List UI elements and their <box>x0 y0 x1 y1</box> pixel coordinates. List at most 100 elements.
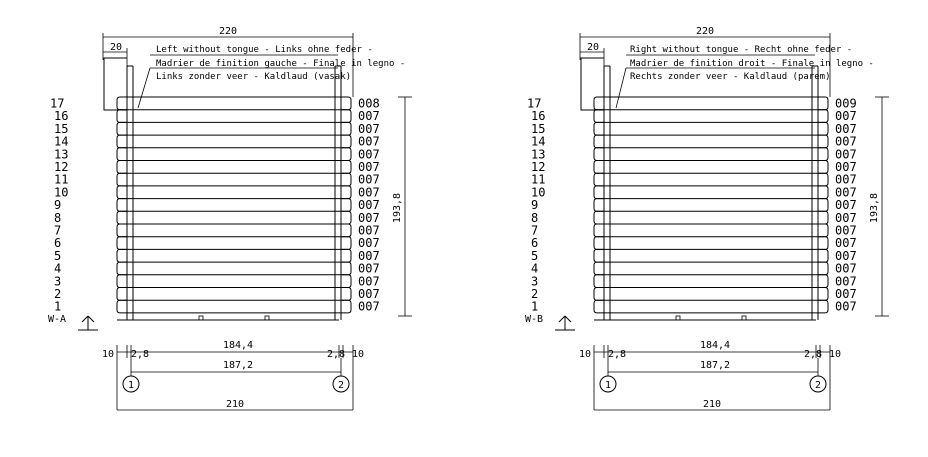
log-end-left <box>116 261 127 276</box>
course-number: 17 <box>527 97 541 111</box>
course-code: 007 <box>835 211 857 225</box>
course-number: 10 <box>54 185 68 199</box>
log-end-left <box>116 274 127 288</box>
course-code: 007 <box>835 236 857 250</box>
log-course: 15 007 <box>531 122 857 136</box>
axis-marker-1 <box>599 375 617 393</box>
log-end-left <box>593 261 604 276</box>
log-end-right <box>341 147 352 161</box>
course-code: 007 <box>358 135 380 149</box>
note-line-2: Madrier de finition droit - Finale in le… <box>630 59 874 69</box>
dim-inset-right: 2,8 <box>804 349 822 360</box>
course-code: 007 <box>358 160 380 174</box>
log-end-right <box>341 261 352 276</box>
log-end-left <box>593 172 604 187</box>
course-number: 4 <box>54 262 61 276</box>
log-end-right <box>818 248 829 263</box>
log-end-left <box>593 248 604 263</box>
log-end-right <box>818 96 829 111</box>
course-number: 7 <box>54 224 61 238</box>
course-number: 11 <box>531 173 545 187</box>
course-number: 8 <box>54 211 61 225</box>
log-course: 16 007 <box>531 109 857 123</box>
dim-base: 210 <box>226 399 244 410</box>
course-number: 7 <box>531 224 538 238</box>
wall-label: W-B <box>525 314 543 325</box>
course-number: 16 <box>54 109 68 123</box>
log-end-left <box>116 147 127 161</box>
course-code: 007 <box>358 236 380 250</box>
log-end-right <box>341 236 352 250</box>
course-code: 007 <box>835 160 857 174</box>
log-course: 14 007 <box>531 134 857 149</box>
log-end-right <box>818 172 829 187</box>
course-number: 17 <box>50 97 64 111</box>
course-number: 9 <box>531 198 538 212</box>
note-line-1: Right without tongue - Recht ohne feder … <box>630 45 852 55</box>
log-end-right <box>341 160 352 174</box>
course-code: 007 <box>835 249 857 263</box>
log-end-left <box>593 287 604 301</box>
course-code: 007 <box>358 173 380 187</box>
note-line-3: Rechts zonder veer - Kaldlaud (parem) <box>630 72 830 82</box>
course-number: 14 <box>531 135 545 149</box>
course-number: 6 <box>54 236 61 250</box>
course-number: 5 <box>54 249 61 263</box>
course-code: 007 <box>835 185 857 199</box>
log-end-right <box>818 160 829 174</box>
course-code: 007 <box>358 274 380 288</box>
course-code: 007 <box>358 224 380 238</box>
course-number: 11 <box>54 173 68 187</box>
log-course: 1 007 <box>531 299 857 314</box>
course-number: 3 <box>54 274 61 288</box>
course-number: 1 <box>531 300 538 314</box>
course-number: 2 <box>54 287 61 301</box>
dim-axis: 187,2 <box>700 360 730 371</box>
svg-text:2: 2 <box>815 380 821 391</box>
log-end-left <box>116 287 127 301</box>
course-number: 15 <box>531 122 545 136</box>
log-end-right <box>341 198 352 212</box>
course-number: 16 <box>531 109 545 123</box>
course-code: 007 <box>835 122 857 136</box>
log-end-right <box>341 299 352 314</box>
dim-inner: 184,4 <box>700 340 730 351</box>
log-end-left <box>593 96 604 111</box>
course-code: 007 <box>835 262 857 276</box>
dim-inset-left: 2,8 <box>131 349 149 360</box>
course-code: 007 <box>835 135 857 149</box>
course-number: 12 <box>54 160 68 174</box>
course-code: 007 <box>835 300 857 314</box>
log-end-left <box>593 299 604 314</box>
course-code: 007 <box>358 262 380 276</box>
log-end-right <box>341 223 352 238</box>
dim-height: 193,8 <box>392 193 403 223</box>
course-code: 007 <box>358 122 380 136</box>
course-code: 009 <box>835 97 857 111</box>
svg-text:1: 1 <box>128 380 134 391</box>
log-course: 7 007 <box>54 223 380 238</box>
log-end-right <box>341 109 352 123</box>
log-end-right <box>818 185 829 200</box>
course-code: 007 <box>835 109 857 123</box>
axis-marker-1 <box>122 375 140 393</box>
log-end-right <box>818 109 829 123</box>
wall-panel-b: 220 20 Right without tongue - Recht ohne… <box>525 26 889 411</box>
log-end-left <box>593 236 604 250</box>
log-end-right <box>818 261 829 276</box>
log-end-right <box>818 210 829 225</box>
course-code: 007 <box>358 287 380 301</box>
